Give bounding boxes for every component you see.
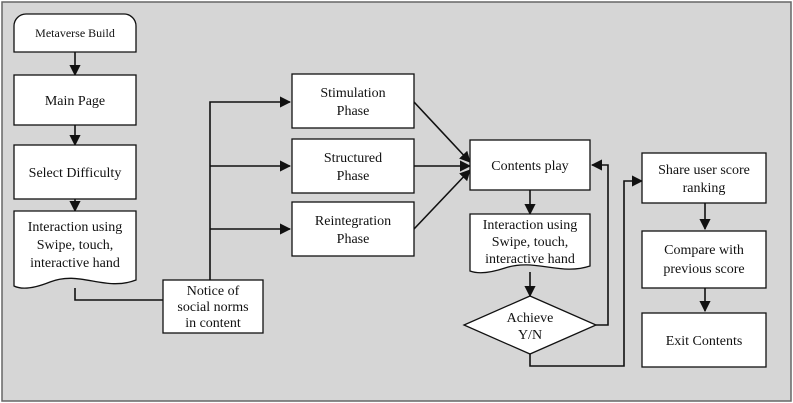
node-stimulation-line-1: Stimulation <box>320 86 385 101</box>
arrow-stimulation-to-play <box>413 101 471 163</box>
node-interaction-middle-line-1: Interaction using <box>483 218 577 233</box>
node-metaverse-build: Metaverse Build <box>13 13 137 53</box>
node-compare-score: Compare with previous score <box>641 230 767 289</box>
node-interaction-middle: Interaction using Swipe, touch, interact… <box>469 213 591 274</box>
node-interaction-middle-line-2: Swipe, touch, <box>492 235 569 250</box>
node-interaction-left: Interaction using Swipe, touch, interact… <box>13 210 137 289</box>
node-select-difficulty: Select Difficulty <box>13 144 137 200</box>
node-share-score: Share user score ranking <box>641 152 767 204</box>
node-contents-play-label: Contents play <box>491 159 568 174</box>
node-achieve-line-2: Y/N <box>518 328 542 343</box>
node-achieve-line-1: Achieve <box>507 311 554 326</box>
node-structured-line-2: Phase <box>337 169 370 184</box>
arrow-reintegration-to-play <box>413 169 471 230</box>
node-stimulation-line-2: Phase <box>337 104 370 119</box>
node-reintegration-line-1: Reintegration <box>315 214 391 229</box>
node-notice: Notice of social norms in content <box>162 279 264 334</box>
node-notice-line-1: Notice of <box>187 284 240 299</box>
node-notice-line-2: social norms <box>177 300 248 315</box>
node-share-score-line-1: Share user score <box>658 163 750 178</box>
node-metaverse-build-label: Metaverse Build <box>35 26 115 40</box>
node-structured-line-1: Structured <box>324 151 382 166</box>
node-interaction-left-line-2: Swipe, touch, <box>37 238 114 253</box>
node-stimulation-phase: Stimulation Phase <box>291 73 415 129</box>
connectors <box>69 52 711 367</box>
arrow-achieve-to-share <box>529 175 644 367</box>
node-compare-score-line-2: previous score <box>663 262 744 277</box>
node-reintegration-phase: Reintegration Phase <box>291 201 415 257</box>
node-notice-line-3: in content <box>185 316 241 331</box>
node-main-page: Main Page <box>13 74 137 126</box>
node-structured-phase: Structured Phase <box>291 138 415 194</box>
node-share-score-line-2: ranking <box>683 181 726 196</box>
node-interaction-left-line-1: Interaction using <box>28 220 122 235</box>
node-exit-contents: Exit Contents <box>641 312 767 368</box>
node-compare-score-line-1: Compare with <box>664 243 744 258</box>
line-interaction-to-notice <box>74 288 163 301</box>
arrow-notice-to-stimulation <box>209 96 292 280</box>
node-interaction-middle-line-3: interactive hand <box>485 252 575 267</box>
node-main-page-label: Main Page <box>45 94 105 109</box>
node-select-difficulty-label: Select Difficulty <box>29 166 122 181</box>
node-achieve-decision: Achieve Y/N <box>462 295 598 355</box>
node-interaction-left-line-3: interactive hand <box>30 256 120 271</box>
node-contents-play: Contents play <box>469 139 591 191</box>
arrow-achieve-retry-to-play <box>590 159 609 326</box>
node-exit-contents-label: Exit Contents <box>666 334 743 349</box>
node-reintegration-line-2: Phase <box>337 232 370 247</box>
